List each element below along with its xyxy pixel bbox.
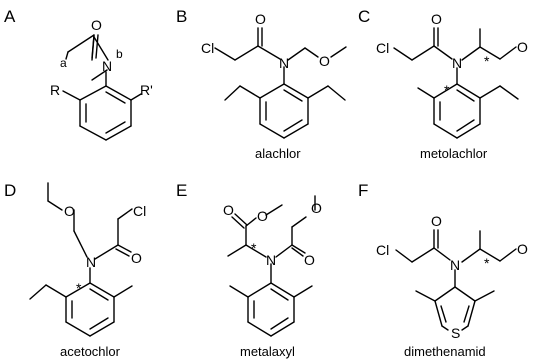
panel-b-bonds — [214, 27, 347, 139]
ether-oxygen-label: O — [64, 203, 75, 219]
ether-oxygen-label: O — [517, 241, 528, 257]
panel-letter-c: C — [358, 7, 370, 26]
compound-name-dimethenamid: dimethenamid — [404, 344, 486, 359]
nitrogen-label: N — [102, 58, 112, 74]
substituent-b-label: b — [116, 47, 123, 61]
panel-e-bonds — [227, 195, 316, 337]
panel-c-bonds — [393, 27, 519, 139]
ether-oxygen-label: O — [311, 200, 322, 216]
compound-name-metalaxyl: metalaxyl — [240, 344, 295, 359]
panel-f: F Cl O N O * S dimethe — [358, 181, 528, 359]
ester-oxygen-label: O — [257, 208, 268, 224]
panel-letter-e: E — [176, 181, 187, 200]
panel-b: B Cl O N O alach — [176, 7, 347, 161]
ether-oxygen-label: O — [517, 39, 528, 55]
substituent-r-prime-label: R' — [140, 82, 153, 98]
compound-name-alachlor: alachlor — [255, 146, 301, 161]
oxygen-label: O — [131, 250, 142, 266]
substituent-r-label: R — [50, 82, 60, 98]
chiral-axis-marker: * — [76, 280, 82, 296]
compound-name-metolachlor: metolachlor — [420, 146, 488, 161]
panel-letter-a: A — [4, 7, 16, 26]
oxygen-label: O — [255, 11, 266, 27]
panel-d: D O Cl N O * — [4, 181, 146, 359]
stereocenter-marker: * — [251, 240, 257, 256]
oxygen-label: O — [431, 11, 442, 27]
sulfur-label: S — [451, 325, 460, 341]
panel-e: E O O — [176, 181, 322, 359]
panel-d-bonds — [29, 182, 133, 337]
nitrogen-label: N — [266, 252, 276, 268]
panel-letter-d: D — [4, 181, 16, 200]
amide-oxygen-label: O — [304, 252, 315, 268]
chlorine-label: Cl — [376, 242, 389, 258]
chiral-axis-marker: * — [444, 82, 450, 98]
ether-oxygen-label: O — [319, 53, 330, 69]
chlorine-label: Cl — [133, 203, 146, 219]
panel-f-bonds — [395, 229, 517, 331]
panel-letter-b: B — [176, 7, 187, 26]
carbonyl-oxygen-label: O — [223, 202, 234, 218]
chlorine-label: Cl — [201, 40, 214, 56]
nitrogen-label: N — [450, 257, 460, 273]
compound-name-acetochlor: acetochlor — [60, 344, 121, 359]
nitrogen-label: N — [452, 55, 462, 71]
panel-a-bonds — [62, 34, 142, 141]
oxygen-label: O — [91, 17, 102, 33]
panel-c: C Cl O N O * — [358, 7, 528, 161]
oxygen-label: O — [431, 213, 442, 229]
chlorine-label: Cl — [376, 40, 389, 56]
panel-letter-f: F — [358, 181, 368, 200]
substituent-a-label: a — [60, 56, 67, 70]
stereocenter-marker: * — [484, 255, 490, 271]
nitrogen-label: N — [279, 55, 289, 71]
panel-a: A O N a b R R' — [4, 7, 153, 141]
stereocenter-marker: * — [484, 53, 490, 69]
nitrogen-label: N — [86, 254, 96, 270]
